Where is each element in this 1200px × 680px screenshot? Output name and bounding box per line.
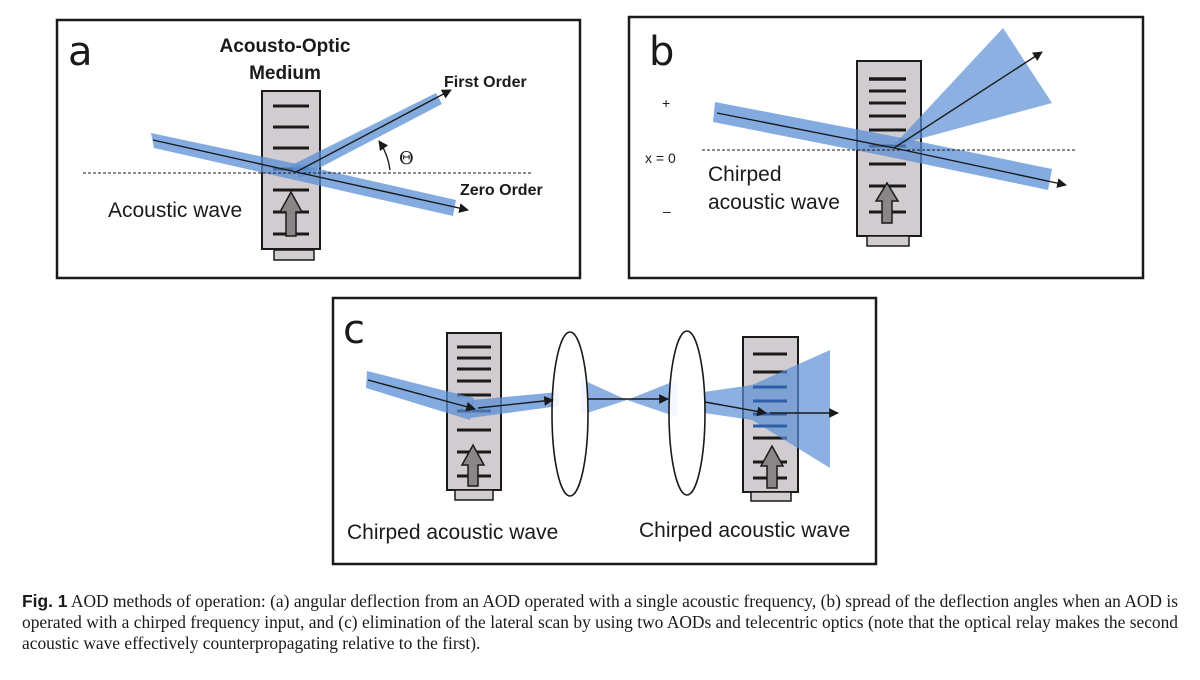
ray-zero-a bbox=[295, 171, 469, 213]
up-arrow-icon-b bbox=[874, 181, 900, 224]
panel-a: a Acousto-Optic Medium Θ First Order Zer… bbox=[55, 18, 582, 280]
ray-first-b bbox=[893, 51, 1043, 149]
ray-in-a bbox=[152, 139, 297, 173]
highlighted-wavefronts-c2 bbox=[753, 385, 787, 428]
ray-first-a bbox=[295, 89, 452, 173]
aod-transducer-a bbox=[273, 249, 315, 261]
caption-text: AOD methods of operation: (a) angular de… bbox=[22, 591, 1178, 653]
ray-in-c bbox=[367, 379, 476, 412]
chirped-label-right: Chirped acoustic wave bbox=[639, 519, 850, 542]
medium-label-line2: Medium bbox=[249, 63, 321, 84]
ray-zero-b bbox=[893, 147, 1067, 188]
angle-arc-a bbox=[378, 140, 391, 171]
minus-label: – bbox=[663, 203, 671, 219]
ray-in-b bbox=[716, 112, 895, 149]
acoustic-wave-label: Acoustic wave bbox=[108, 199, 242, 222]
relay-lens-2 bbox=[668, 330, 706, 496]
first-order-label: First Order bbox=[444, 74, 527, 91]
panel-c-letter: c bbox=[343, 307, 365, 353]
caption-label: Fig. 1 bbox=[22, 591, 68, 611]
acoustic-wavefronts-c1 bbox=[457, 345, 491, 478]
relay-cone-c1 bbox=[581, 379, 627, 415]
panel-b-letter: b bbox=[649, 29, 674, 75]
relay-beam-c1 bbox=[470, 392, 559, 418]
aod-transducer-c1 bbox=[454, 489, 494, 501]
medium-label-line1: Acousto-Optic bbox=[220, 36, 351, 57]
panel-b: b + x = 0 – Chirped acoustic wave bbox=[627, 15, 1145, 280]
figure-caption: Fig. 1 AOD methods of operation: (a) ang… bbox=[22, 591, 1178, 654]
x-zero-label: x = 0 bbox=[645, 150, 676, 166]
aod-transducer-c2 bbox=[750, 491, 792, 502]
ray-relay-3 bbox=[704, 401, 767, 417]
deflection-fan-b bbox=[893, 28, 1052, 146]
relay-lens-1 bbox=[551, 331, 589, 497]
angle-symbol: Θ bbox=[399, 148, 414, 169]
chirped-label-line2: acoustic wave bbox=[708, 191, 840, 214]
up-arrow-icon bbox=[278, 190, 304, 237]
panel-a-letter: a bbox=[68, 29, 93, 75]
zero-order-label: Zero Order bbox=[460, 182, 543, 199]
chirped-label-line1: Chirped bbox=[708, 163, 782, 186]
aod-transducer-b bbox=[866, 235, 910, 247]
ray-relay-1 bbox=[477, 396, 554, 409]
output-fan-c bbox=[704, 350, 830, 468]
plus-label: + bbox=[662, 95, 670, 111]
aod-figure: a Acousto-Optic Medium Θ First Order Zer… bbox=[55, 15, 1145, 566]
input-beam-c bbox=[366, 371, 474, 420]
up-arrow-icon-c1 bbox=[460, 443, 486, 487]
panel-c: c bbox=[331, 296, 878, 566]
up-arrow-icon-c2 bbox=[759, 444, 785, 489]
chirped-label-left: Chirped acoustic wave bbox=[347, 521, 558, 544]
